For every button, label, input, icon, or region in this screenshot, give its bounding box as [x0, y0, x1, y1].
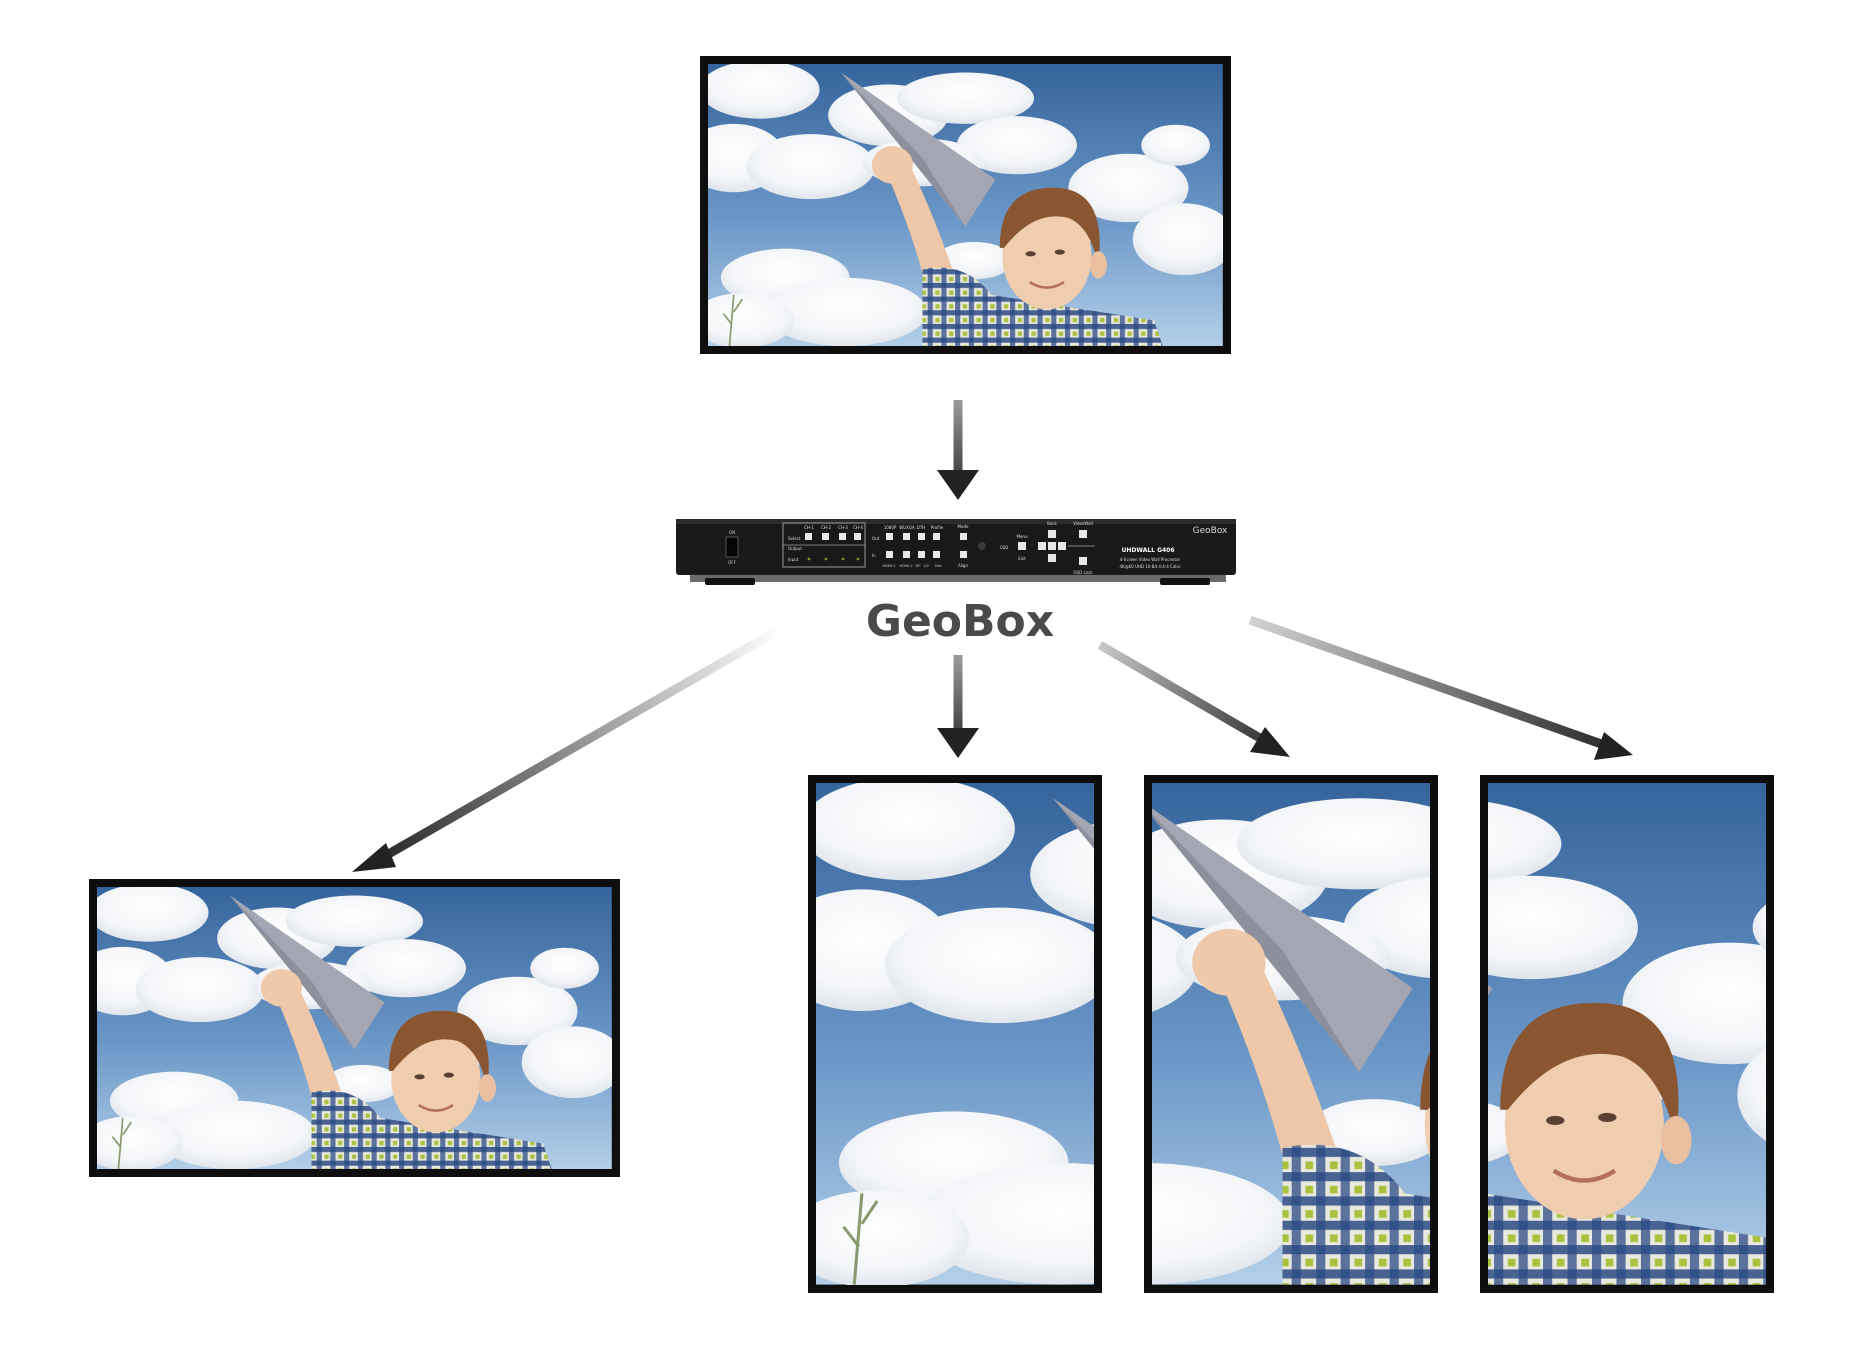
dpad-right: [1058, 542, 1066, 550]
res-wuxga-label: WUXGA: [899, 525, 915, 530]
in-info-label: Info: [935, 564, 942, 568]
dpad-up: [1048, 530, 1056, 538]
menu-button: [1018, 542, 1026, 550]
arrow-to-wall-panel-1: [937, 655, 979, 758]
video-wall-panel-1: [808, 775, 1102, 1293]
ch2-button: [822, 533, 829, 540]
out-button-3: [918, 533, 925, 540]
align-label: Align: [958, 563, 968, 568]
device-desc-line2: 4K@60 UHD 10-Bit 4:4:4 Color: [1120, 564, 1181, 569]
power-on-label: ON: [729, 530, 735, 535]
res-1080p-label: 1080P: [884, 525, 897, 530]
res-dth-label: DTH: [917, 525, 926, 530]
dpad-center: [1048, 542, 1056, 550]
osd-label: OSD: [1000, 545, 1009, 550]
ir-sensor: [978, 542, 986, 550]
out-button-4: [933, 533, 940, 540]
ch3-button: [839, 533, 846, 540]
input-label: Input: [788, 557, 799, 562]
out-button-2: [903, 533, 910, 540]
in-label: In: [872, 553, 876, 558]
videowall-label: VideoWall: [1073, 521, 1093, 526]
ch3-input-led: [841, 557, 845, 561]
osdlock-label: OSD Lock: [1073, 570, 1093, 575]
ch1-label: CH-1: [804, 525, 814, 530]
source-display: [700, 56, 1231, 354]
out-label: Out: [872, 536, 880, 541]
in-button-2: [903, 551, 910, 558]
in-button-1: [886, 551, 893, 558]
geobox-device: ON OFF Select Output Input CH-1 CH-2 CH-…: [676, 519, 1236, 585]
video-wall-panel-2: [1144, 775, 1438, 1293]
arrow-source-to-device: [937, 400, 979, 500]
ch4-input-led: [856, 557, 860, 561]
res-profile-label: Profile: [931, 525, 944, 530]
dpad-down: [1048, 554, 1056, 562]
device-brand: GeoBox: [1193, 526, 1228, 536]
geobox-caption: GeoBox: [866, 596, 1054, 647]
align-button: [960, 551, 967, 558]
arrow-to-wall-panel-3: [1248, 615, 1633, 760]
ch3-label: CH-3: [838, 525, 848, 530]
device-model: UHDWALL G406: [1121, 547, 1174, 554]
arrow-to-single-display: [352, 628, 778, 872]
ch2-input-led: [824, 557, 828, 561]
in-button-3: [918, 551, 925, 558]
ch4-button: [854, 533, 861, 540]
menu-label: Menu: [1017, 534, 1028, 539]
video-wall-panel-3: [1480, 775, 1774, 1293]
in-12-label: 1/2: [923, 564, 929, 568]
ch2-label: CH-2: [821, 525, 831, 530]
output-label: Output: [788, 546, 802, 551]
osdlock-button: [1079, 557, 1087, 565]
in-hdmi1-label: HDMI-1: [882, 564, 895, 568]
ch1-input-led: [807, 557, 811, 561]
single-output-display: [89, 879, 620, 1177]
in-button-4: [933, 551, 940, 558]
power-switch: [725, 536, 739, 558]
out-button-1: [886, 533, 893, 540]
dpad-left: [1038, 542, 1046, 550]
ch4-label: CH-4: [853, 525, 863, 530]
mode-label: Mode: [958, 524, 969, 529]
power-off-label: OFF: [728, 560, 736, 565]
in-dp-label: DP: [916, 564, 922, 568]
select-label: Select: [788, 536, 801, 541]
device-desc-line1: 4-Screen Video Wall Processor: [1120, 557, 1181, 562]
arrow-to-wall-panel-2: [1097, 641, 1290, 757]
ch1-button: [805, 533, 812, 540]
in-hdmi2-label: HDMI-2: [899, 564, 912, 568]
videowall-button: [1079, 530, 1087, 538]
mode-button: [960, 533, 967, 540]
back-label: Back: [1047, 521, 1057, 526]
exit-label: Exit: [1018, 556, 1026, 561]
